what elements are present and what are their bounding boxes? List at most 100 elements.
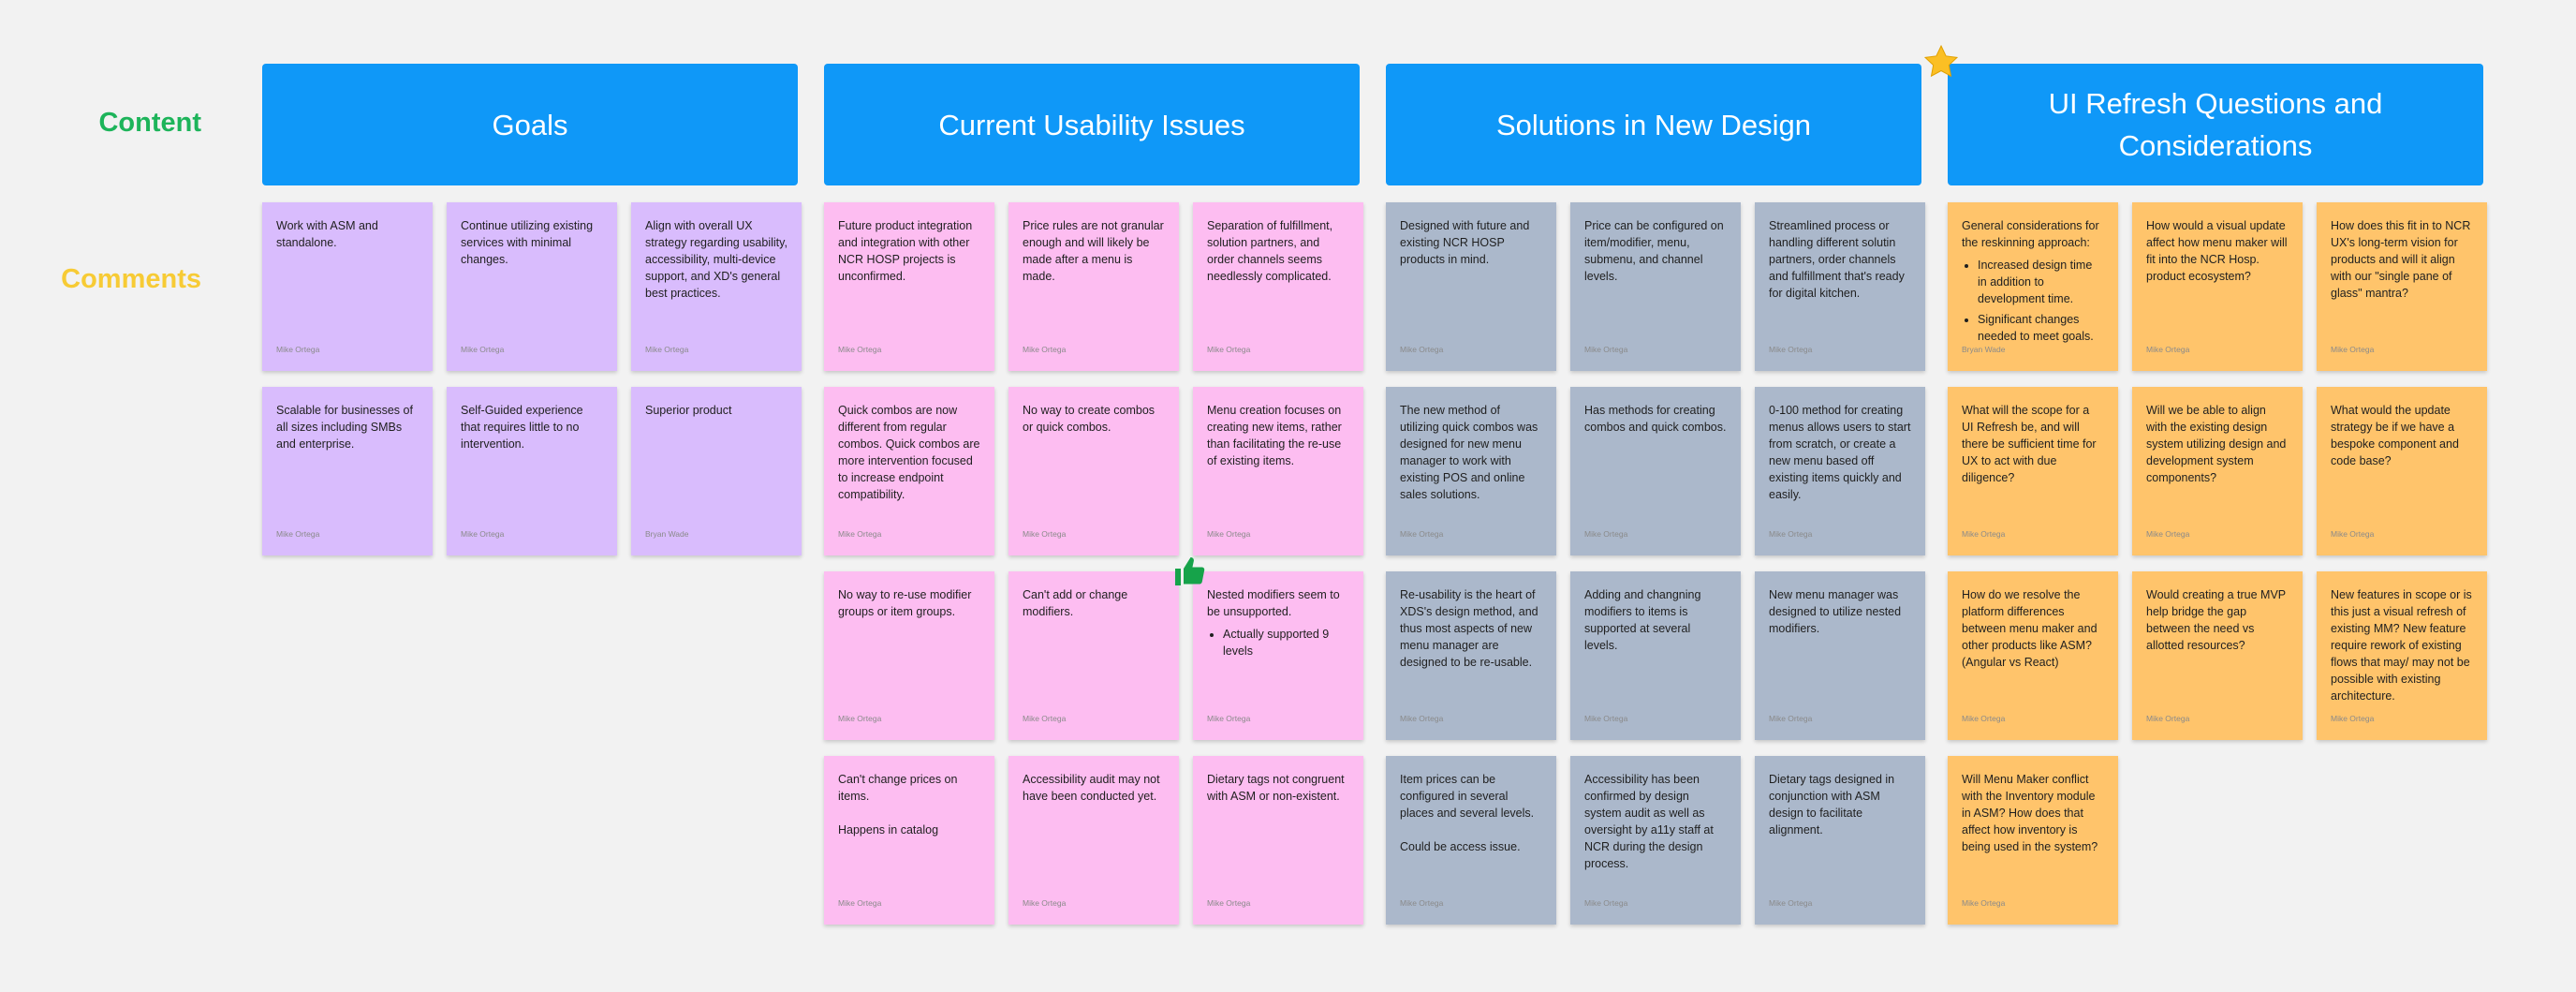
sticky-note[interactable]: What will the scope for a UI Refresh be,… xyxy=(1948,387,2118,555)
sticky-note[interactable]: How would a visual update affect how men… xyxy=(2132,202,2303,371)
sticky-note-author: Mike Ortega xyxy=(1207,345,1251,354)
sticky-note-bullet-list: Actually supported 9 levels xyxy=(1207,626,1349,659)
sticky-note-author: Mike Ortega xyxy=(1962,898,2006,908)
sticky-note-author: Mike Ortega xyxy=(1023,898,1067,908)
sticky-note[interactable]: Future product integration and integrati… xyxy=(824,202,994,371)
column-header-current-usability-issues[interactable]: Current Usability Issues xyxy=(824,64,1360,185)
sticky-note[interactable]: Adding and changning modifiers to items … xyxy=(1570,571,1741,740)
sticky-note-author: Mike Ortega xyxy=(838,345,882,354)
sticky-note[interactable]: No way to re-use modifier groups or item… xyxy=(824,571,994,740)
column-header-goals[interactable]: Goals xyxy=(262,64,798,185)
sticky-note-author: Mike Ortega xyxy=(1207,714,1251,723)
sticky-note[interactable]: Designed with future and existing NCR HO… xyxy=(1386,202,1556,371)
thumbs-up-icon xyxy=(1175,557,1205,585)
sticky-note-author: Mike Ortega xyxy=(1769,529,1813,539)
sticky-note-author: Mike Ortega xyxy=(1400,529,1444,539)
sticky-note-author: Mike Ortega xyxy=(2146,529,2190,539)
sticky-note[interactable]: Accessibility audit may not have been co… xyxy=(1008,756,1179,925)
sticky-note-text: The new method of utilizing quick combos… xyxy=(1400,404,1538,501)
sticky-note-text: No way to re-use modifier groups or item… xyxy=(838,588,972,618)
sticky-note-text: How would a visual update affect how men… xyxy=(2146,219,2288,283)
sticky-note[interactable]: General considerations for the reskinnin… xyxy=(1948,202,2118,371)
sticky-note[interactable]: Separation of fulfillment, solution part… xyxy=(1193,202,1363,371)
sticky-note-author: Mike Ortega xyxy=(1400,898,1444,908)
sticky-note-text: What would the update strategy be if we … xyxy=(2331,404,2459,467)
sticky-note-author: Mike Ortega xyxy=(461,529,505,539)
sticky-note[interactable]: Can't add or change modifiers.Mike Orteg… xyxy=(1008,571,1179,740)
sticky-note-bullet: Increased design time in addition to dev… xyxy=(1978,257,2104,307)
sticky-note-author: Mike Ortega xyxy=(838,898,882,908)
sticky-note[interactable]: Dietary tags not congruent with ASM or n… xyxy=(1193,756,1363,925)
sticky-note-text: How do we resolve the platform differenc… xyxy=(1962,588,2098,669)
sticky-note-text: What will the scope for a UI Refresh be,… xyxy=(1962,404,2097,484)
sticky-note-text: How does this fit in to NCR UX's long-te… xyxy=(2331,219,2471,300)
column-header-solutions-in-new-design[interactable]: Solutions in New Design xyxy=(1386,64,1921,185)
sticky-note[interactable]: Align with overall UX strategy regarding… xyxy=(631,202,802,371)
sticky-note[interactable]: Quick combos are now different from regu… xyxy=(824,387,994,555)
sticky-note[interactable]: 0-100 method for creating menus allows u… xyxy=(1755,387,1925,555)
sticky-note[interactable]: Price can be configured on item/modifier… xyxy=(1570,202,1741,371)
sticky-note-author: Mike Ortega xyxy=(2331,345,2375,354)
sticky-note-text: Self-Guided experience that requires lit… xyxy=(461,404,583,451)
sticky-note-text: Will Menu Maker conflict with the Invent… xyxy=(1962,773,2098,853)
sticky-note-author: Mike Ortega xyxy=(1023,529,1067,539)
sticky-note-author: Mike Ortega xyxy=(838,714,882,723)
sticky-note[interactable]: What would the update strategy be if we … xyxy=(2317,387,2487,555)
sticky-note-author: Mike Ortega xyxy=(1023,714,1067,723)
sticky-note[interactable]: Streamlined process or handling differen… xyxy=(1755,202,1925,371)
sticky-note-text: Would creating a true MVP help bridge th… xyxy=(2146,588,2286,652)
sticky-note[interactable]: New menu manager was designed to utilize… xyxy=(1755,571,1925,740)
sticky-note-text: General considerations for the reskinnin… xyxy=(1962,219,2099,249)
column-header-ui-refresh-questions-and-considerations[interactable]: UI Refresh Questions and Considerations xyxy=(1948,64,2483,185)
sticky-note-author: Mike Ortega xyxy=(838,529,882,539)
sticky-note[interactable]: Nested modifiers seem to be unsupported.… xyxy=(1193,571,1363,740)
sticky-note-text: Designed with future and existing NCR HO… xyxy=(1400,219,1530,266)
sticky-note-author: Mike Ortega xyxy=(2146,714,2190,723)
sticky-note[interactable]: Accessibility has been confirmed by desi… xyxy=(1570,756,1741,925)
sticky-note-author: Mike Ortega xyxy=(1207,898,1251,908)
sticky-note[interactable]: Re-usability is the heart of XDS's desig… xyxy=(1386,571,1556,740)
sticky-note-text: Will we be able to align with the existi… xyxy=(2146,404,2287,484)
sticky-note-text: New menu manager was designed to utilize… xyxy=(1769,588,1902,635)
sticky-note-author: Mike Ortega xyxy=(276,529,320,539)
sticky-note-bullet: Significant changes needed to meet goals… xyxy=(1978,311,2104,345)
sticky-note[interactable]: New features in scope or is this just a … xyxy=(2317,571,2487,740)
sticky-note[interactable]: Work with ASM and standalone.Mike Ortega xyxy=(262,202,433,371)
sticky-note-text: Re-usability is the heart of XDS's desig… xyxy=(1400,588,1538,669)
sticky-note[interactable]: No way to create combos or quick combos.… xyxy=(1008,387,1179,555)
sticky-note-author: Mike Ortega xyxy=(1962,529,2006,539)
sticky-note[interactable]: How does this fit in to NCR UX's long-te… xyxy=(2317,202,2487,371)
sticky-note[interactable]: Scalable for businesses of all sizes inc… xyxy=(262,387,433,555)
sticky-note-author: Mike Ortega xyxy=(1584,898,1628,908)
sticky-note[interactable]: The new method of utilizing quick combos… xyxy=(1386,387,1556,555)
sticky-note-bullet-list: Increased design time in addition to dev… xyxy=(1962,257,2104,345)
sticky-note[interactable]: Continue utilizing existing services wit… xyxy=(447,202,617,371)
sticky-note-author: Mike Ortega xyxy=(1769,714,1813,723)
sticky-note-author: Mike Ortega xyxy=(1584,529,1628,539)
sticky-note[interactable]: Menu creation focuses on creating new it… xyxy=(1193,387,1363,555)
sticky-note[interactable]: Price rules are not granular enough and … xyxy=(1008,202,1179,371)
sticky-note-text: Has methods for creating combos and quic… xyxy=(1584,404,1727,434)
sticky-note[interactable]: How do we resolve the platform differenc… xyxy=(1948,571,2118,740)
sticky-note-author: Mike Ortega xyxy=(1584,345,1628,354)
sticky-note-bullet: Actually supported 9 levels xyxy=(1223,626,1349,659)
sticky-note[interactable]: Will Menu Maker conflict with the Invent… xyxy=(1948,756,2118,925)
sticky-note[interactable]: Can't change prices on items. Happens in… xyxy=(824,756,994,925)
sticky-note[interactable]: Has methods for creating combos and quic… xyxy=(1570,387,1741,555)
sticky-note[interactable]: Would creating a true MVP help bridge th… xyxy=(2132,571,2303,740)
sticky-note[interactable]: Dietary tags designed in conjunction wit… xyxy=(1755,756,1925,925)
row-label-comments: Comments xyxy=(61,264,201,294)
sticky-note-text: New features in scope or is this just a … xyxy=(2331,588,2472,703)
sticky-note[interactable]: Self-Guided experience that requires lit… xyxy=(447,387,617,555)
sticky-note[interactable]: Will we be able to align with the existi… xyxy=(2132,387,2303,555)
sticky-note-text: Dietary tags not congruent with ASM or n… xyxy=(1207,773,1345,803)
sticky-note-text: Streamlined process or handling differen… xyxy=(1769,219,1905,300)
sticky-note[interactable]: Item prices can be configured in several… xyxy=(1386,756,1556,925)
sticky-note-author: Mike Ortega xyxy=(1584,714,1628,723)
sticky-note-author: Mike Ortega xyxy=(1023,345,1067,354)
sticky-note-author: Bryan Wade xyxy=(1962,345,2006,354)
sticky-note-text: Scalable for businesses of all sizes inc… xyxy=(276,404,413,451)
sticky-note-text: Superior product xyxy=(645,404,732,417)
sticky-note-text: Future product integration and integrati… xyxy=(838,219,973,283)
